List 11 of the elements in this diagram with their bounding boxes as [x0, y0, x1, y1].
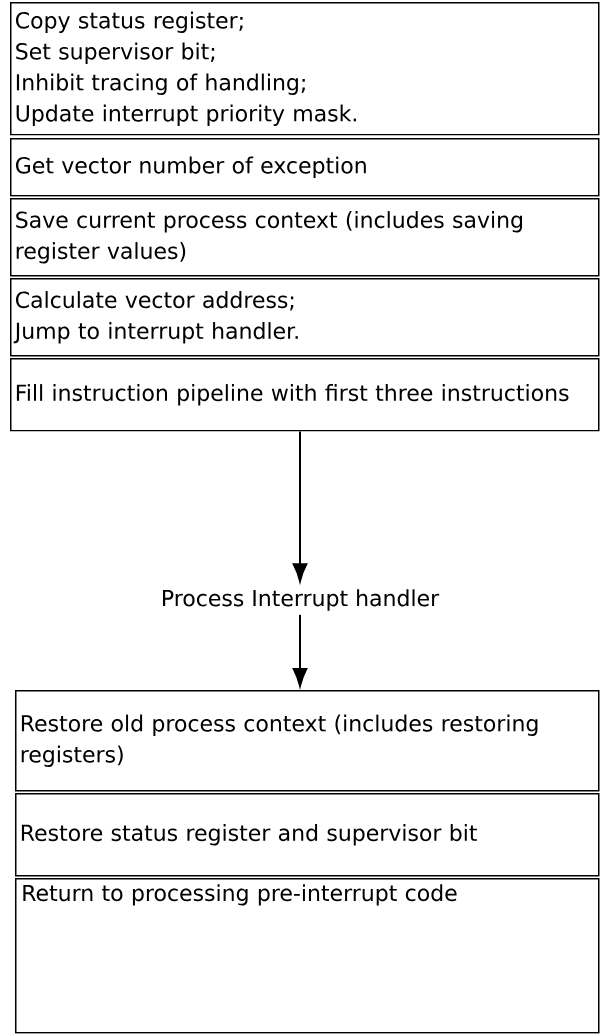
arrow [292, 613, 308, 687]
process-box: Fill instruction pipeline with first three instructions [10, 358, 600, 432]
process-box: Save current process context (includes saving register values) [10, 198, 600, 277]
process-box: Return to processing pre-interrupt code [15, 878, 600, 1034]
process-box: Calculate vector address; Jump to interrupt handler. [10, 278, 600, 357]
process-box: Get vector number of exception [10, 138, 600, 197]
process-box: Restore old process context (includes restoring registers) [15, 690, 600, 792]
step-label: Process Interrupt handler [163, 589, 440, 611]
arrow [292, 430, 308, 582]
process-box: Copy status register; Set supervisor bit; Inhibit tracing of handling; Update interrupt priority mask. [10, 2, 600, 136]
process-box: Restore status register and supervisor bit [15, 793, 600, 877]
